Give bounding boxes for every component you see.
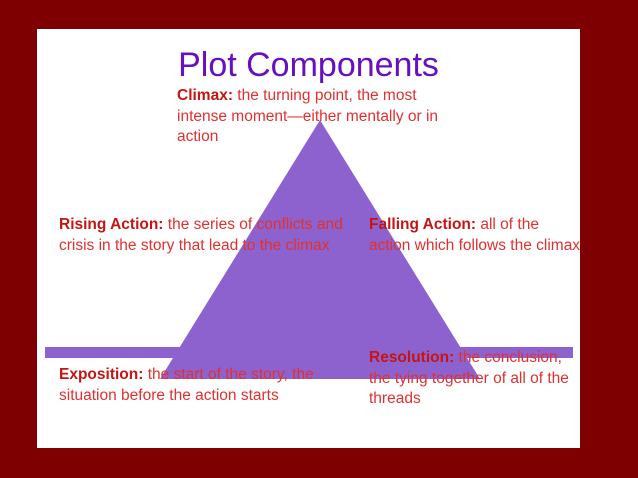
- label-resolution-lead: Resolution:: [369, 349, 455, 366]
- label-resolution-body: the conclusion, the tying together of al…: [369, 349, 569, 407]
- page-title: Plot Components: [178, 46, 439, 84]
- label-resolution: Resolution: the conclusion, the tying to…: [369, 348, 569, 410]
- label-rising-action: Rising Action: the series of conflicts a…: [59, 215, 359, 256]
- label-climax-body: the turning point, the most intense mome…: [177, 87, 439, 145]
- slide-canvas: Plot Components Climax: the turning poin…: [37, 29, 580, 448]
- label-falling-action: Falling Action: all of the action which …: [369, 215, 580, 256]
- label-exposition-body: the start of the story, the situation be…: [59, 366, 314, 404]
- label-rising-action-lead: Rising Action:: [59, 216, 164, 233]
- label-exposition: Exposition: the start of the story, the …: [59, 365, 359, 406]
- label-exposition-lead: Exposition:: [59, 366, 144, 383]
- plot-baseline-bar: [45, 347, 573, 358]
- label-climax: Climax: the turning point, the most inte…: [177, 86, 467, 148]
- label-climax-lead: Climax:: [177, 87, 233, 104]
- label-rising-action-body: the series of conflicts and crisis in th…: [59, 216, 343, 254]
- label-falling-action-body: all of the action which follows the clim…: [369, 216, 580, 254]
- label-falling-action-lead: Falling Action:: [369, 216, 477, 233]
